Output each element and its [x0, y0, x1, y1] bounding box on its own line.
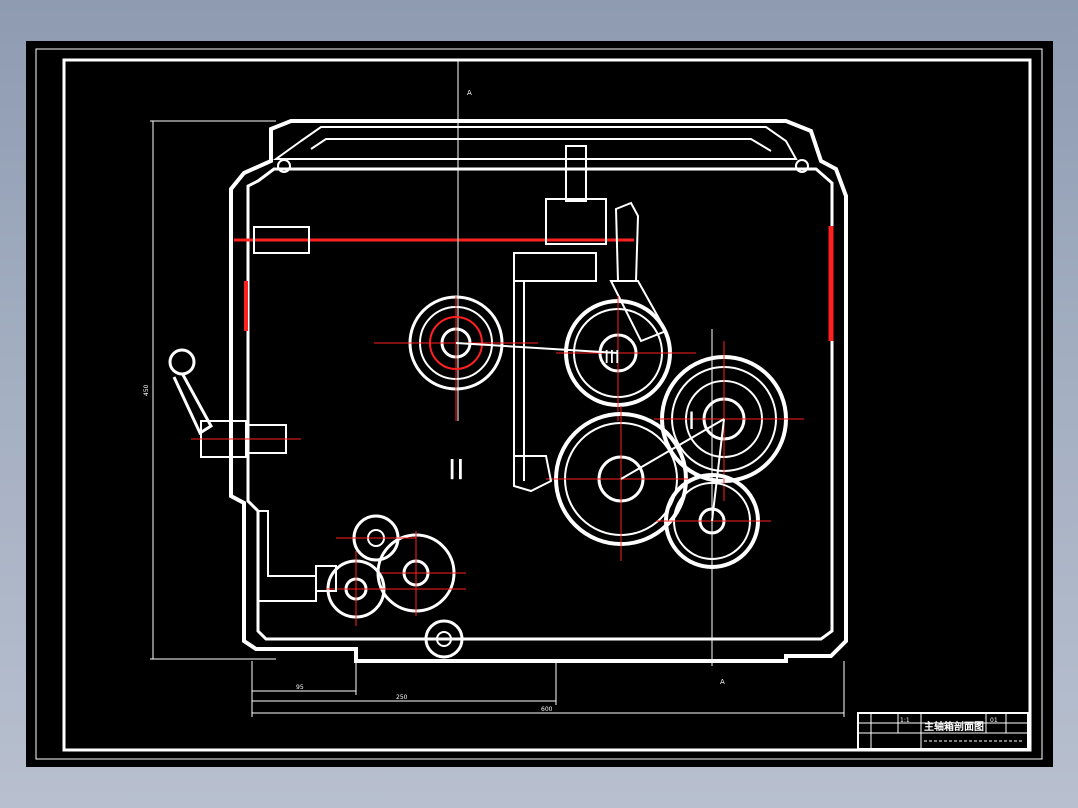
outer-sheet-border	[35, 48, 1043, 760]
dim-width-2: 250	[396, 694, 408, 701]
section-label-bottom: A	[720, 678, 725, 686]
dim-width-3: 600	[541, 706, 553, 713]
section-label-top: A	[467, 89, 472, 97]
shaft-label-3: III	[604, 347, 620, 368]
headstock-section-drawing: A A I II III 450 95 250 600 主轴箱剖面图 1:1 0…	[35, 48, 1043, 760]
upper-shaft	[234, 145, 668, 481]
dim-height: 450	[143, 384, 150, 396]
shaft-label-2: II	[448, 453, 465, 486]
title-block-scale: 1:1	[900, 717, 910, 724]
gear-train	[326, 295, 804, 659]
cad-viewport: A A I II III 450 95 250 600 主轴箱剖面图 1:1 0…	[26, 41, 1053, 767]
inner-sheet-border	[62, 58, 1032, 752]
dim-width-1: 95	[296, 684, 304, 691]
title-block-drawing-no: 01	[990, 717, 998, 724]
shaft-label-1: I	[688, 407, 695, 435]
dimension-lines	[150, 120, 845, 717]
title-block-title: 主轴箱剖面图	[924, 720, 984, 733]
shift-lever	[168, 348, 301, 458]
housing-outline	[229, 119, 848, 663]
lower-linkage	[258, 455, 553, 602]
title-block: 主轴箱剖面图 1:1 01	[857, 712, 1029, 750]
